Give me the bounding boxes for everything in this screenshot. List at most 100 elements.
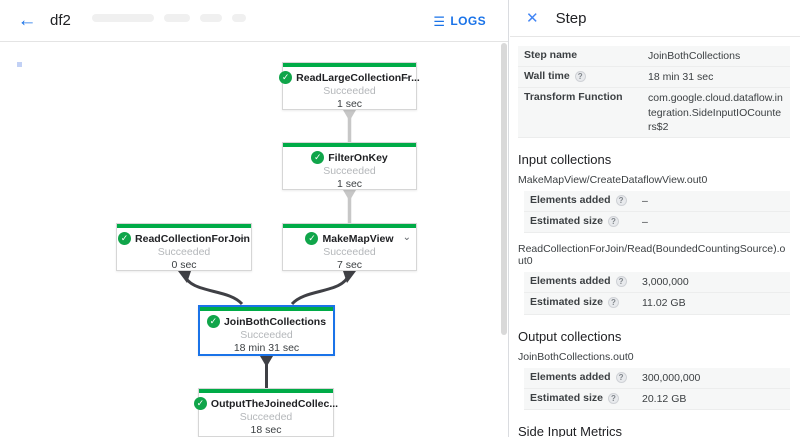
logs-button[interactable]: ☰ LOGS xyxy=(433,0,486,42)
step-panel-header: ✕ Step xyxy=(510,0,800,37)
output-collection-item: JoinBothCollections.out0 Elements added … xyxy=(518,351,790,410)
help-icon[interactable]: ? xyxy=(574,71,586,83)
node-time: 18 sec xyxy=(250,424,282,436)
field-label: Estimated size xyxy=(530,215,603,228)
chevron-down-icon[interactable]: ⌄ xyxy=(402,232,411,243)
help-icon[interactable]: ? xyxy=(615,276,627,288)
help-icon[interactable]: ? xyxy=(607,392,619,404)
node-name: ReadCollectionForJoin xyxy=(135,232,250,245)
graph-node-readlargecollection[interactable]: ✓ ReadLargeCollectionFr... ⌄ Succeeded 1… xyxy=(279,62,420,110)
success-check-icon: ✓ xyxy=(206,315,220,328)
logs-list-icon: ☰ xyxy=(433,13,446,29)
chevron-down-icon[interactable]: ⌄ xyxy=(402,71,411,82)
success-check-icon: ✓ xyxy=(305,232,319,245)
success-check-icon: ✓ xyxy=(279,71,293,84)
node-status: Succeeded xyxy=(239,411,293,423)
input-collection-item: MakeMapView/CreateDataflowView.out0 Elem… xyxy=(518,173,790,234)
job-header: ← df2 ☰ LOGS xyxy=(0,0,508,42)
help-icon[interactable]: ? xyxy=(615,371,627,383)
field-value: 3,000,000 xyxy=(642,276,689,289)
help-icon[interactable]: ? xyxy=(615,194,627,206)
field-label: Step name xyxy=(524,49,578,61)
metric-row-elements-added: Elements added ? 300,000,000 xyxy=(524,367,790,389)
graph-node-readcollectionforjoin[interactable]: ✓ ReadCollectionForJoin ⌄ Succeeded 0 se… xyxy=(116,223,252,271)
edge-arrowhead xyxy=(343,190,356,201)
job-title: df2 xyxy=(50,12,71,29)
field-label: Elements added xyxy=(530,370,611,383)
redacted-text xyxy=(164,14,190,22)
status-bar-succeeded xyxy=(117,224,251,228)
node-time: 18 min 31 sec xyxy=(233,342,300,354)
graph-node-outputthejoined[interactable]: ✓ OutputTheJoinedCollec... Succeeded 18 … xyxy=(193,388,338,437)
chevron-down-icon[interactable]: ⌄ xyxy=(237,232,246,243)
edge-arrowhead xyxy=(343,110,356,121)
collection-name: ReadCollectionForJoin/Read(BoundedCounti… xyxy=(518,243,786,268)
node-status: Succeeded xyxy=(323,246,376,258)
help-icon[interactable]: ? xyxy=(607,297,619,309)
node-status: Succeeded xyxy=(157,246,211,258)
redacted-job-info xyxy=(92,14,246,22)
field-value: – xyxy=(642,194,648,207)
status-bar-succeeded xyxy=(200,307,333,311)
redacted-text xyxy=(92,14,154,22)
node-time: 1 sec xyxy=(336,178,363,190)
summary-row-wall-time: Wall time ? 18 min 31 sec xyxy=(518,67,790,89)
status-bar-succeeded xyxy=(283,63,416,67)
minimap-marker xyxy=(17,62,22,67)
node-time: 0 sec xyxy=(171,259,197,271)
graph-node-makemapview[interactable]: ✓ MakeMapView ⌄ Succeeded 7 sec xyxy=(282,223,417,271)
metric-row-estimated-size: Estimated size ? 20.12 GB xyxy=(524,388,790,410)
field-label: Transform Function xyxy=(524,91,623,104)
help-icon[interactable]: ? xyxy=(607,216,619,228)
step-panel-body: Step name JoinBothCollections Wall time … xyxy=(510,37,800,437)
field-value: – xyxy=(642,216,648,229)
node-status: Succeeded xyxy=(323,165,376,177)
back-arrow-icon: ← xyxy=(17,9,37,31)
node-time: 7 sec xyxy=(336,259,363,271)
output-collections-heading: Output collections xyxy=(518,328,622,344)
field-label: Estimated size xyxy=(530,391,603,404)
edge-readcollection-join xyxy=(182,273,244,306)
collection-name: JoinBothCollections.out0 xyxy=(518,350,634,363)
field-label: Wall time xyxy=(524,70,570,83)
metric-row-estimated-size: Estimated size ? 11.02 GB xyxy=(524,293,790,315)
graph-node-joinbothcollections-selected[interactable]: ✓ JoinBothCollections Succeeded 18 min 3… xyxy=(198,305,335,356)
field-label: Elements added xyxy=(530,193,611,206)
status-bar-succeeded xyxy=(283,224,416,228)
status-bar-succeeded xyxy=(199,389,333,393)
node-name: MakeMapView xyxy=(322,232,394,245)
redacted-text xyxy=(232,14,246,22)
node-name: OutputTheJoinedCollec... xyxy=(210,397,339,410)
graph-node-filteronkey[interactable]: ✓ FilterOnKey Succeeded 1 sec xyxy=(282,142,417,190)
edge-arrowhead xyxy=(343,271,356,283)
node-name: FilterOnKey xyxy=(328,151,388,164)
back-button[interactable]: ← xyxy=(14,8,40,34)
field-value: 300,000,000 xyxy=(642,371,701,384)
field-value: 20.12 GB xyxy=(642,392,687,405)
node-status: Succeeded xyxy=(323,85,376,97)
graph-scrollbar[interactable] xyxy=(501,43,507,335)
graph-panel: ← df2 ☰ LOGS xyxy=(0,0,509,437)
redacted-text xyxy=(200,14,222,22)
input-collections-heading: Input collections xyxy=(518,151,612,167)
field-label: Estimated size xyxy=(530,296,603,309)
status-bar-succeeded xyxy=(283,143,416,147)
field-label: Elements added xyxy=(530,275,611,288)
field-value: JoinBothCollections xyxy=(648,50,741,62)
logs-button-label: LOGS xyxy=(450,14,486,28)
collection-name: MakeMapView/CreateDataflowView.out0 xyxy=(518,173,708,186)
edge-arrowhead xyxy=(178,271,191,283)
metric-row-estimated-size: Estimated size ? – xyxy=(524,212,790,234)
success-check-icon: ✓ xyxy=(311,151,325,164)
field-value: com.google.cloud.dataflow.integration.Si… xyxy=(648,92,783,133)
summary-row-step-name: Step name JoinBothCollections xyxy=(518,46,790,68)
node-name: ReadLargeCollectionFr... xyxy=(296,71,420,84)
side-input-metrics-heading: Side Input Metrics xyxy=(518,423,623,437)
summary-row-transform-function: Transform Function com.google.cloud.data… xyxy=(518,88,790,138)
success-check-icon: ✓ xyxy=(193,397,207,410)
field-value: 18 min 31 sec xyxy=(648,71,714,84)
job-graph-canvas[interactable]: ✓ ReadLargeCollectionFr... ⌄ Succeeded 1… xyxy=(0,43,508,437)
close-icon[interactable]: ✕ xyxy=(526,10,539,27)
step-summary: Step name JoinBothCollections Wall time … xyxy=(518,46,790,138)
node-name: JoinBothCollections xyxy=(223,315,327,328)
